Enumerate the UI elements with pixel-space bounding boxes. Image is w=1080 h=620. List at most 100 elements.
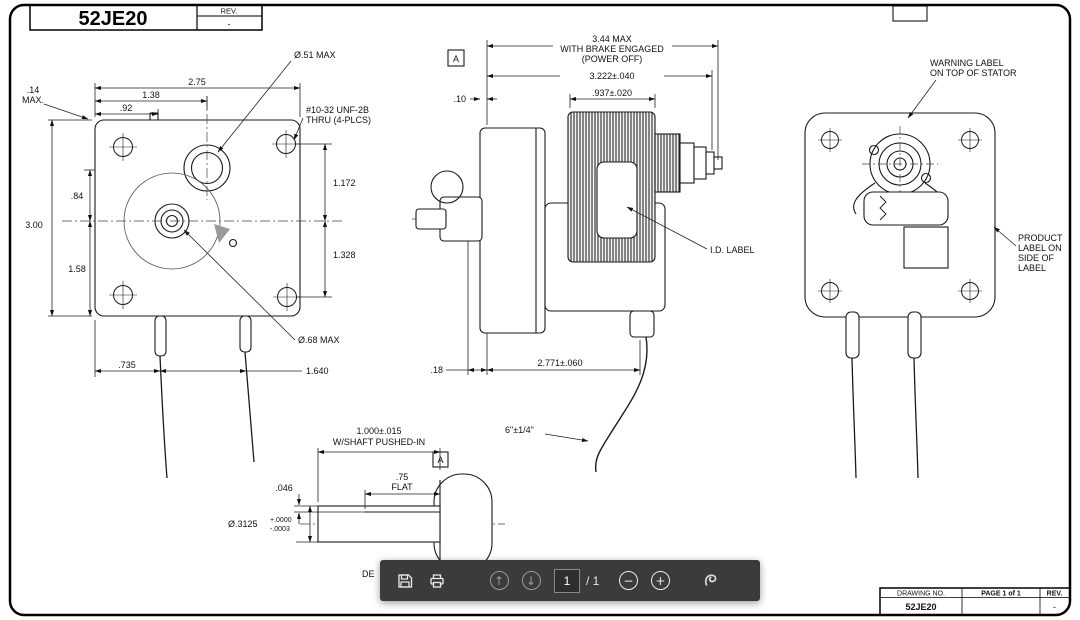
shaft-detail-labels: 1.000±.015 W/SHAFT PUSHED-IN A .75 FLAT … bbox=[228, 426, 444, 579]
pdf-viewer-toolbar: ↑ ↓ 1 / 1 − + bbox=[380, 560, 760, 601]
dim-dia: Ø.3125 bbox=[228, 519, 258, 529]
dim-hole-top: 1.172 bbox=[333, 178, 356, 188]
dim-length-note: W/SHAFT PUSHED-IN bbox=[333, 437, 425, 447]
rear-view-labels: WARNING LABEL ON TOP OF STATOR PRODUCT L… bbox=[930, 58, 1063, 273]
footer-drawing-no-label: DRAWING NO. bbox=[897, 591, 945, 598]
motor-lead-wire bbox=[594, 336, 648, 473]
callout-warning-line2: ON TOP OF STATOR bbox=[930, 68, 1017, 78]
dim-brake-line3: (POWER OFF) bbox=[582, 54, 643, 64]
rear-view bbox=[804, 112, 996, 479]
footer-rev-label: REV. bbox=[1047, 591, 1063, 598]
front-lead-wires bbox=[154, 315, 255, 479]
dim-step-line2: MAX. bbox=[22, 95, 44, 105]
partial-detail-text: DE bbox=[362, 569, 375, 579]
zoom-in-button[interactable]: + bbox=[647, 568, 673, 594]
dim-shoulder: .18 bbox=[430, 365, 443, 375]
callout-product-line2: LABEL ON bbox=[1018, 243, 1062, 253]
dim-step-x: .92 bbox=[120, 103, 133, 113]
callout-product-line4: LABEL bbox=[1018, 263, 1046, 273]
page-count-label: / 1 bbox=[586, 573, 600, 588]
callout-product-line3: SIDE OF bbox=[1018, 253, 1055, 263]
section-marker-box bbox=[447, 49, 465, 67]
wire-grommet bbox=[629, 310, 655, 338]
detail-balloon bbox=[430, 170, 464, 204]
side-view-dimensions bbox=[446, 40, 719, 443]
shaft-body bbox=[317, 505, 441, 543]
minus-circle-icon: − bbox=[618, 571, 638, 590]
dim-step: .046 bbox=[275, 483, 293, 493]
rotation-arrow bbox=[214, 224, 230, 243]
arrow-up-circle-icon: ↑ bbox=[489, 571, 509, 590]
front-view-dimensions bbox=[43, 60, 332, 377]
callout-boss: Ø.51 MAX bbox=[294, 50, 336, 60]
shaft-side bbox=[415, 208, 447, 230]
product-label-rect bbox=[903, 226, 949, 269]
zoom-out-button[interactable]: − bbox=[615, 568, 641, 594]
page-number-input[interactable]: 1 bbox=[554, 568, 580, 593]
brake-assembly bbox=[654, 133, 723, 193]
shaft-detail-view bbox=[300, 451, 505, 572]
footer-page-label: PAGE 1 of 1 bbox=[981, 591, 1021, 598]
callout-shaft: Ø.68 MAX bbox=[298, 335, 340, 345]
callout-product-line1: PRODUCT bbox=[1018, 233, 1063, 243]
next-page-button[interactable]: ↓ bbox=[518, 568, 544, 594]
print-button[interactable] bbox=[424, 568, 450, 594]
dim-dia-minus: -.0003 bbox=[270, 526, 290, 533]
dim-lead2: 1.640 bbox=[306, 366, 329, 376]
previous-page-button[interactable]: ↑ bbox=[486, 568, 512, 594]
dim-face: .10 bbox=[453, 94, 466, 104]
dim-step-line1: .14 bbox=[27, 85, 40, 95]
mounting-holes bbox=[109, 130, 301, 311]
front-view-labels: 2.75 1.38 .92 .14 MAX. 3.00 .84 1.58 1.1… bbox=[22, 50, 371, 376]
dim-overall: 3.222±.040 bbox=[590, 71, 635, 81]
shaft-detail-dimensions bbox=[294, 448, 441, 543]
dim-flat-line1: .75 bbox=[396, 472, 409, 482]
dim-hole-bottom: 1.328 bbox=[333, 250, 356, 260]
footer-drawing-no: 52JE20 bbox=[905, 602, 936, 612]
id-label-rect bbox=[596, 161, 638, 239]
spring-coil bbox=[879, 195, 887, 221]
dim-brake-line2: WITH BRAKE ENGAGED bbox=[560, 44, 664, 54]
acrobat-logo-button[interactable] bbox=[699, 568, 725, 594]
footer-rev-value: - bbox=[1053, 602, 1056, 612]
page-number-value: 1 bbox=[563, 573, 571, 588]
rear-lead-wires bbox=[845, 311, 922, 479]
detail-marker-box bbox=[432, 451, 449, 468]
dim-brake-line1: 3.44 MAX bbox=[592, 34, 632, 44]
dim-height: 3.00 bbox=[25, 220, 43, 230]
dim-flat-line2: FLAT bbox=[391, 482, 413, 492]
section-marker: A bbox=[453, 54, 459, 64]
callout-thread-line1: #10-32 UNF-2B bbox=[306, 105, 369, 115]
gearbox-side-outline bbox=[479, 127, 546, 334]
callout-thread-line2: THRU (4-PLCS) bbox=[306, 115, 371, 125]
dim-boss-x: 1.38 bbox=[142, 90, 160, 100]
dim-stack: .937±.020 bbox=[592, 88, 632, 98]
dim-body: 2.771±.060 bbox=[538, 358, 583, 368]
callout-warning-line1: WARNING LABEL bbox=[930, 58, 1004, 68]
callout-id-label: I.D. LABEL bbox=[710, 245, 755, 255]
dim-width: 2.75 bbox=[188, 77, 206, 87]
dim-dia-plus: +.0000 bbox=[270, 517, 292, 524]
side-view-labels: A 3.44 MAX WITH BRAKE ENGAGED (POWER OFF… bbox=[430, 34, 754, 435]
dim-lower: 1.58 bbox=[68, 264, 86, 274]
plus-circle-icon: + bbox=[650, 571, 670, 590]
dim-lead1: .735 bbox=[118, 360, 136, 370]
drawing-title: 52JE20 bbox=[79, 8, 148, 30]
dim-leads: 6"±1/4" bbox=[505, 425, 534, 435]
dim-upper: .84 bbox=[71, 191, 84, 201]
side-view bbox=[412, 49, 723, 473]
save-icon bbox=[398, 573, 413, 588]
detail-marker: A bbox=[437, 455, 443, 465]
acrobat-icon bbox=[704, 574, 717, 586]
print-icon bbox=[430, 573, 444, 588]
rev-value: - bbox=[228, 19, 231, 29]
save-button[interactable] bbox=[392, 568, 418, 594]
stator-yoke bbox=[863, 191, 949, 226]
dim-length: 1.000±.015 bbox=[357, 426, 402, 436]
gearbox-front-outline bbox=[94, 119, 301, 317]
top-right-box bbox=[892, 5, 928, 22]
arrow-down-circle-icon: ↓ bbox=[521, 571, 541, 590]
shaft-flange bbox=[433, 473, 493, 572]
